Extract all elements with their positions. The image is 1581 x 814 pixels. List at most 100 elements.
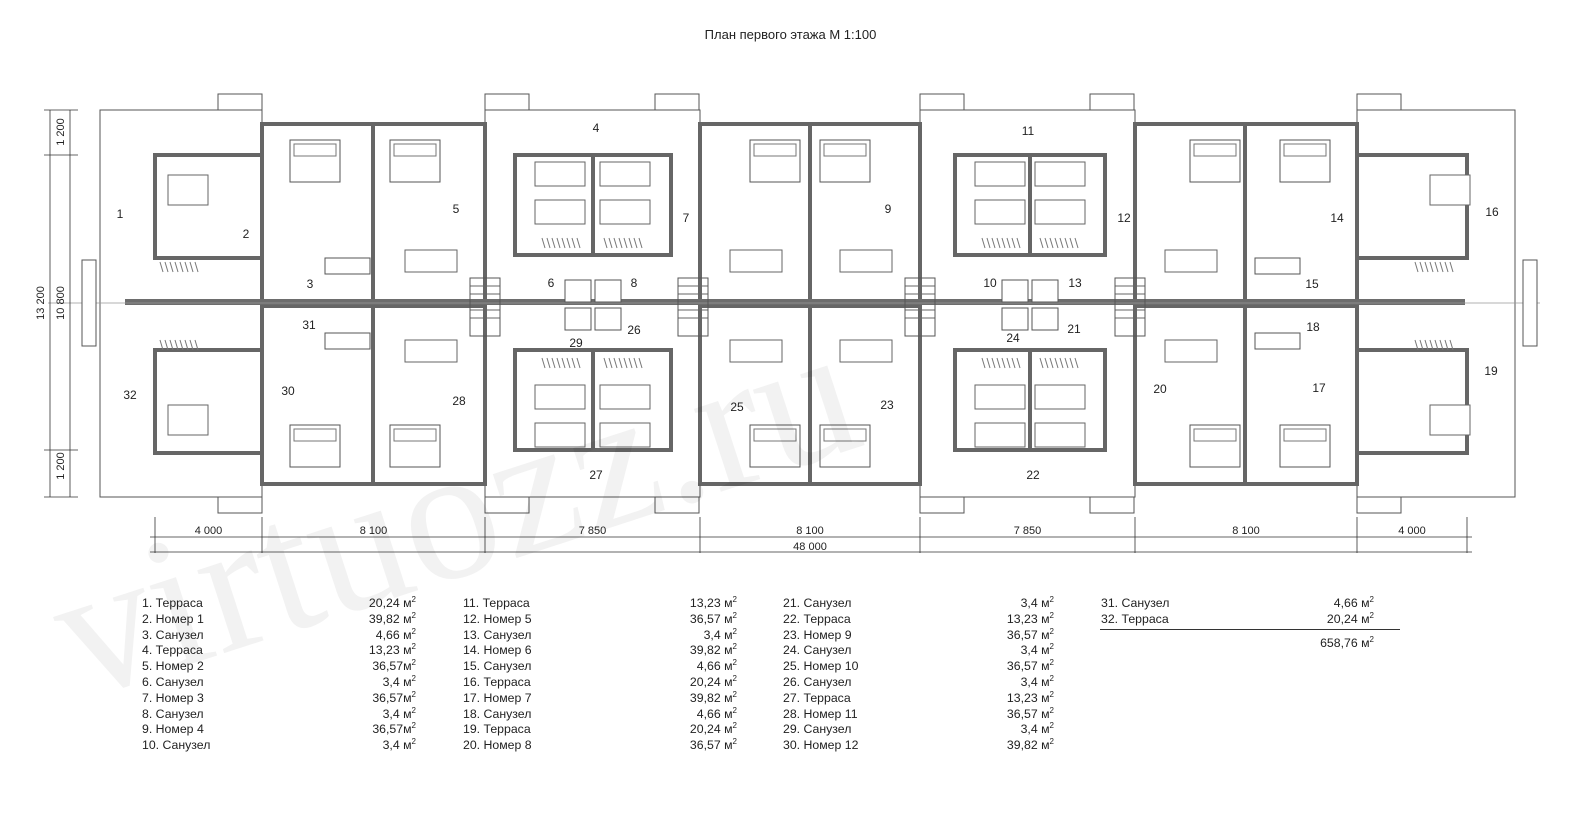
legend-area-unit: 2 — [411, 595, 416, 604]
single-bed — [1034, 422, 1086, 448]
legend-room-name: 26. Санузел — [783, 674, 852, 689]
total-area: 658,76 м2 — [1200, 636, 1374, 651]
room-number-label: 25 — [730, 400, 744, 414]
room-number-label: 6 — [548, 276, 555, 290]
sofa — [729, 339, 783, 363]
wardrobe-hatch — [986, 237, 991, 249]
wardrobe-hatch — [576, 357, 581, 369]
legend-area-unit: 2 — [1049, 721, 1054, 731]
room-number-label: 11 — [1022, 124, 1035, 138]
pillow — [1283, 428, 1327, 442]
room-number-label: 14 — [1330, 211, 1344, 225]
wardrobe-hatch — [1434, 339, 1439, 351]
wardrobe-hatch — [1424, 339, 1429, 351]
legend-room-area: 39,82 м2 — [368, 611, 416, 628]
legend-area-value: 39,82 м — [368, 611, 412, 626]
legend-room-area: 39,82 м2 — [1007, 738, 1054, 754]
single-bed — [974, 199, 1026, 225]
room-number-label: 13 — [1068, 276, 1082, 290]
shower — [564, 279, 592, 303]
staircase — [1114, 277, 1146, 337]
room-number-label: 22 — [1026, 468, 1040, 482]
legend-area-value: 36,57 м — [689, 611, 733, 626]
legend-room-area: 13,23 м2 — [690, 596, 737, 612]
room-walls — [591, 348, 673, 452]
legend-area-unit: 2 — [411, 642, 416, 652]
pillow — [1283, 143, 1327, 157]
pillow — [393, 428, 437, 442]
legend-room-name: 11. Терраса — [463, 596, 530, 610]
side-entry — [81, 259, 97, 347]
porch-step — [484, 93, 530, 111]
wardrobe-hatch — [986, 357, 991, 369]
porch-step — [1356, 93, 1402, 111]
wardrobe-hatch — [1044, 357, 1049, 369]
room-number-label: 2 — [243, 227, 250, 241]
bathtub — [1254, 257, 1301, 275]
dimension-segment-label: 8 100 — [796, 525, 824, 537]
legend-area-value: 13,23 м — [1006, 611, 1050, 626]
wardrobe-hatch — [1424, 261, 1429, 273]
legend-row: 31. Санузел 4,66 м2 — [1101, 596, 1374, 612]
legend-room-area: 39,82 м2 — [690, 690, 737, 707]
porch-step — [919, 93, 965, 111]
legend-room-area: 4,66 м2 — [1334, 596, 1374, 612]
shower — [594, 279, 622, 303]
room-number-label: 12 — [1117, 211, 1131, 225]
wardrobe-hatch — [1059, 237, 1064, 249]
pillow — [753, 428, 797, 442]
legend-area-unit: 2 — [1049, 642, 1054, 652]
legend-area-unit: 2 — [732, 595, 737, 604]
wardrobe-hatch — [541, 237, 546, 249]
legend-area-unit: 2 — [1369, 595, 1374, 604]
legend-area-unit: 2 — [732, 658, 737, 668]
bathtub — [324, 332, 371, 350]
legend-room-area: 13,23 м2 — [1006, 611, 1054, 628]
legend-area-value: 39,82 м — [689, 643, 733, 658]
legend-area-unit: 2 — [1049, 658, 1054, 668]
wardrobe-hatch — [184, 339, 189, 351]
wardrobe-hatch — [194, 339, 199, 351]
legend-room-area: 4,66 м2 — [697, 706, 737, 723]
legend-room-area: 36,57 м2 — [1006, 706, 1054, 723]
wardrobe-hatch — [1001, 357, 1006, 369]
legend-area-unit: 2 — [1049, 737, 1054, 747]
legend-area-value: 20,24 м — [689, 674, 733, 689]
legend-room-area: 20,24 м2 — [369, 596, 416, 612]
wardrobe-hatch — [556, 237, 561, 249]
staircase — [677, 277, 709, 337]
legend-room-name: 31. Санузел — [1101, 596, 1170, 610]
legend-room-area: 3,4 м2 — [383, 706, 416, 723]
room-number-label: 5 — [453, 202, 460, 216]
room-number-label: 24 — [1006, 331, 1020, 345]
wardrobe-hatch — [1069, 357, 1074, 369]
wardrobe-hatch — [996, 237, 1001, 249]
wardrobe-hatch — [174, 339, 179, 351]
wardrobe-hatch — [169, 339, 174, 351]
wardrobe-hatch — [566, 237, 571, 249]
legend-area-value: 36,57 м — [1006, 706, 1050, 721]
room-number-label: 3 — [307, 277, 314, 291]
legend-area-value: 3,4 м — [703, 627, 733, 642]
wardrobe-hatch — [1044, 237, 1049, 249]
room-number-label: 20 — [1153, 382, 1167, 396]
legend-room-area: 13,23 м2 — [369, 643, 416, 659]
wardrobe-hatch — [179, 261, 184, 273]
legend-area-value: 3,4 м — [1020, 674, 1050, 689]
pillow — [293, 143, 337, 157]
wardrobe-hatch — [1074, 357, 1079, 369]
legend-room-area: 3,4 м2 — [383, 674, 416, 691]
staircase — [904, 277, 936, 337]
wardrobe-hatch — [541, 357, 546, 369]
